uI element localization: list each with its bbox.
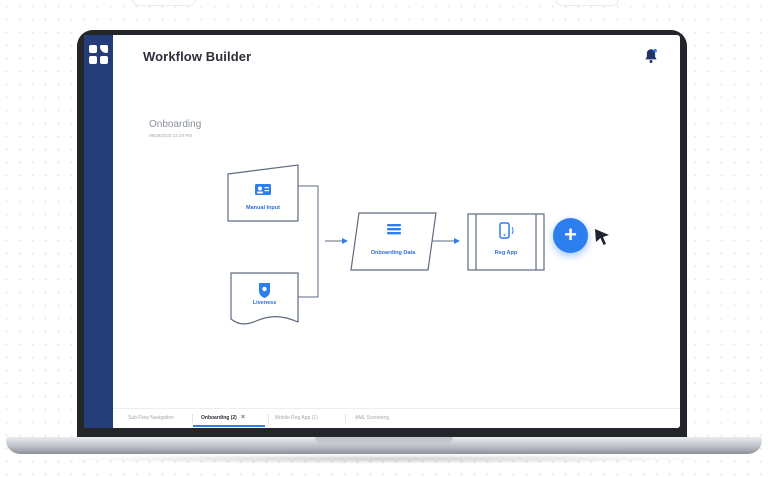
tab-divider xyxy=(345,414,346,423)
close-icon[interactable]: × xyxy=(240,414,245,421)
background-pill-right xyxy=(555,0,619,6)
liveness-label: Liveness xyxy=(252,300,277,306)
tab-label: Mobile Reg App (1) xyxy=(275,415,318,421)
workflow-timestamp: 09/28/2020 12:34 PM xyxy=(149,133,193,138)
mobile-phone-icon xyxy=(499,222,514,239)
grid-logo-icon[interactable] xyxy=(89,45,109,65)
tab-onboarding[interactable]: Onboarding (2)× xyxy=(193,409,265,427)
laptop-base xyxy=(6,437,762,454)
manual-input-label: Manual Input xyxy=(246,205,280,211)
face-scan-icon xyxy=(259,283,270,298)
background-pill-left xyxy=(132,0,196,6)
tab-sub-flow-navigation[interactable]: Sub Flow Navigation xyxy=(128,409,174,427)
liveness-node[interactable] xyxy=(230,272,299,325)
onboarding-data-node[interactable] xyxy=(350,212,437,271)
subflow-tab-bar: Sub Flow Navigation Onboarding (2)× Mobi… xyxy=(113,408,680,428)
workflow-canvas xyxy=(227,164,545,325)
app-screen: Workflow Builder Onboarding 09/28/2020 1… xyxy=(84,35,680,428)
tab-divider xyxy=(192,414,193,423)
tab-label: AML Screening xyxy=(355,415,389,421)
bell-icon[interactable] xyxy=(642,47,660,65)
workflow-name: Onboarding xyxy=(149,119,202,130)
reg-app-label: Reg App xyxy=(494,250,518,256)
tab-label: Sub Flow Navigation xyxy=(128,415,174,421)
page-title: Workflow Builder xyxy=(143,49,252,64)
tab-mobile-reg-app[interactable]: Mobile Reg App (1) xyxy=(275,409,318,427)
id-card-icon xyxy=(255,184,271,195)
laptop-shadow xyxy=(60,454,710,464)
mouse-cursor-icon xyxy=(595,229,609,245)
arrowhead xyxy=(342,238,348,244)
onboarding-data-label: Onboarding Data xyxy=(370,250,416,256)
arrowhead xyxy=(454,238,460,244)
tab-label: Onboarding (2) xyxy=(201,415,237,421)
database-icon xyxy=(387,224,401,235)
laptop-hinge-notch xyxy=(315,437,453,443)
add-step-button[interactable]: + xyxy=(553,218,588,253)
tab-divider xyxy=(268,414,269,423)
tab-aml-screening[interactable]: AML Screening xyxy=(355,409,389,427)
sidebar xyxy=(84,35,113,428)
